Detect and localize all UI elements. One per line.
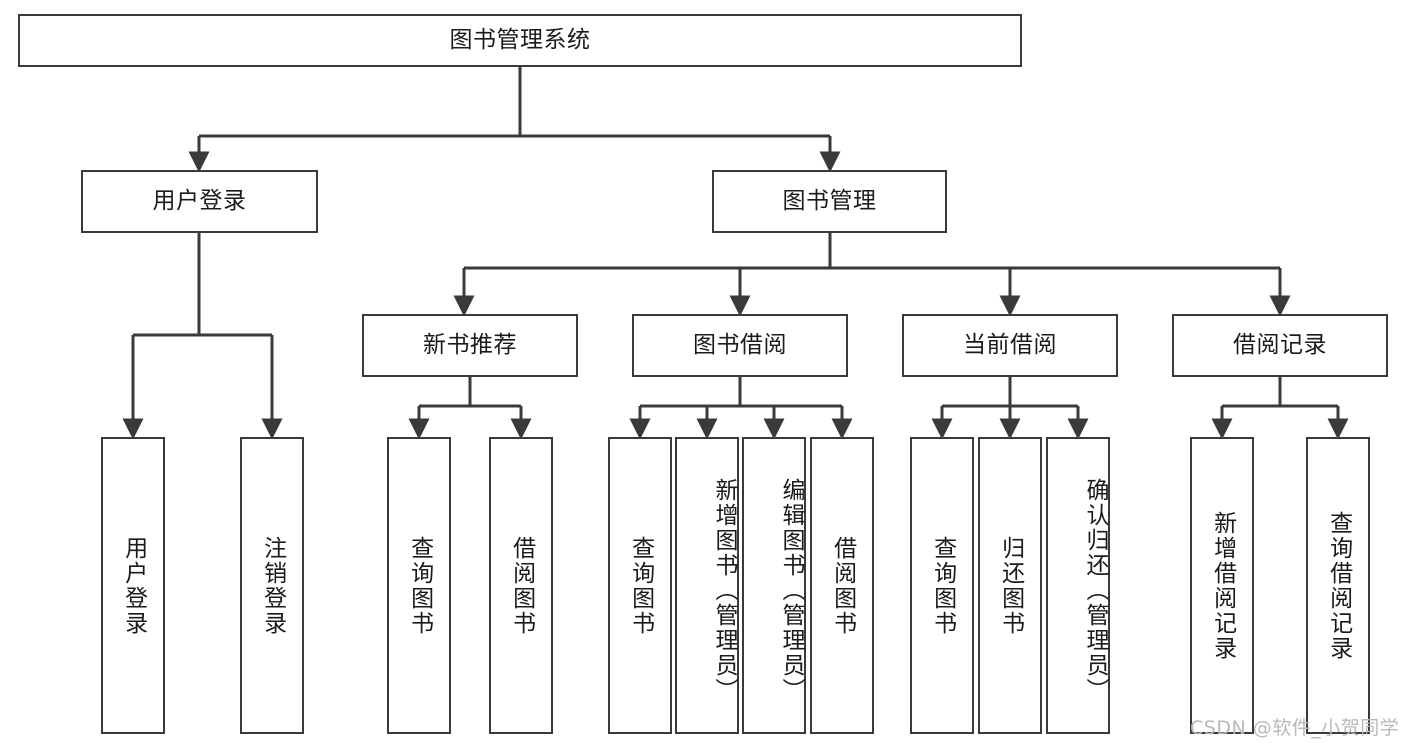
leaf-book-borrow-query[interactable]: 查询图书 — [608, 437, 672, 734]
node-book-borrow[interactable]: 图书借阅 — [632, 314, 848, 377]
node-borrow-record[interactable]: 借阅记录 — [1172, 314, 1388, 377]
node-book-management[interactable]: 图书管理 — [712, 170, 947, 233]
node-user-login[interactable]: 用户登录 — [81, 170, 318, 233]
leaf-borrow-record-add[interactable]: 新增借阅记录 — [1190, 437, 1254, 734]
node-user-login-label: 用户登录 — [152, 187, 247, 214]
leaf-book-borrow-add[interactable]: 新增图书（管理员） — [675, 437, 739, 734]
node-root[interactable]: 图书管理系统 — [18, 14, 1022, 67]
leaf-book-borrow-lend-label: 借阅图书 — [829, 535, 856, 636]
leaf-user-login-signin[interactable]: 用户登录 — [101, 437, 165, 734]
node-book-management-label: 图书管理 — [782, 187, 877, 214]
leaf-book-borrow-query-label: 查询图书 — [627, 535, 654, 636]
node-book-borrow-label: 图书借阅 — [693, 331, 787, 358]
leaf-user-login-signout[interactable]: 注销登录 — [240, 437, 304, 734]
leaf-new-book-borrow[interactable]: 借阅图书 — [489, 437, 553, 734]
leaf-book-borrow-add-label: 新增图书（管理员） — [711, 478, 737, 703]
node-current-borrow[interactable]: 当前借阅 — [902, 314, 1118, 377]
node-root-label: 图书管理系统 — [449, 26, 591, 53]
leaf-book-borrow-edit[interactable]: 编辑图书（管理员） — [742, 437, 806, 734]
leaf-new-book-query[interactable]: 查询图书 — [387, 437, 451, 734]
leaf-borrow-record-query[interactable]: 查询借阅记录 — [1306, 437, 1370, 734]
leaf-current-borrow-query-label: 查询图书 — [929, 535, 956, 636]
leaf-user-login-signin-label: 用户登录 — [120, 535, 147, 636]
watermark-text: CSDN @软件_小贺同学 — [1190, 717, 1400, 739]
leaf-current-borrow-query[interactable]: 查询图书 — [910, 437, 974, 734]
node-new-book-recommend[interactable]: 新书推荐 — [362, 314, 578, 377]
leaf-borrow-record-add-label: 新增借阅记录 — [1209, 510, 1236, 661]
leaf-new-book-borrow-label: 借阅图书 — [508, 535, 535, 636]
leaf-new-book-query-label: 查询图书 — [406, 535, 433, 636]
leaf-current-borrow-confirm[interactable]: 确认归还（管理员） — [1046, 437, 1110, 734]
node-new-book-recommend-label: 新书推荐 — [423, 331, 517, 358]
leaf-book-borrow-edit-label: 编辑图书（管理员） — [778, 478, 804, 703]
leaf-borrow-record-query-label: 查询借阅记录 — [1325, 510, 1352, 661]
leaf-current-borrow-confirm-label: 确认归还（管理员） — [1082, 478, 1108, 703]
leaf-current-borrow-return[interactable]: 归还图书 — [978, 437, 1042, 734]
leaf-book-borrow-lend[interactable]: 借阅图书 — [810, 437, 874, 734]
leaf-current-borrow-return-label: 归还图书 — [997, 535, 1024, 636]
leaf-user-login-signout-label: 注销登录 — [259, 535, 286, 636]
node-borrow-record-label: 借阅记录 — [1233, 331, 1327, 358]
node-current-borrow-label: 当前借阅 — [963, 331, 1057, 358]
